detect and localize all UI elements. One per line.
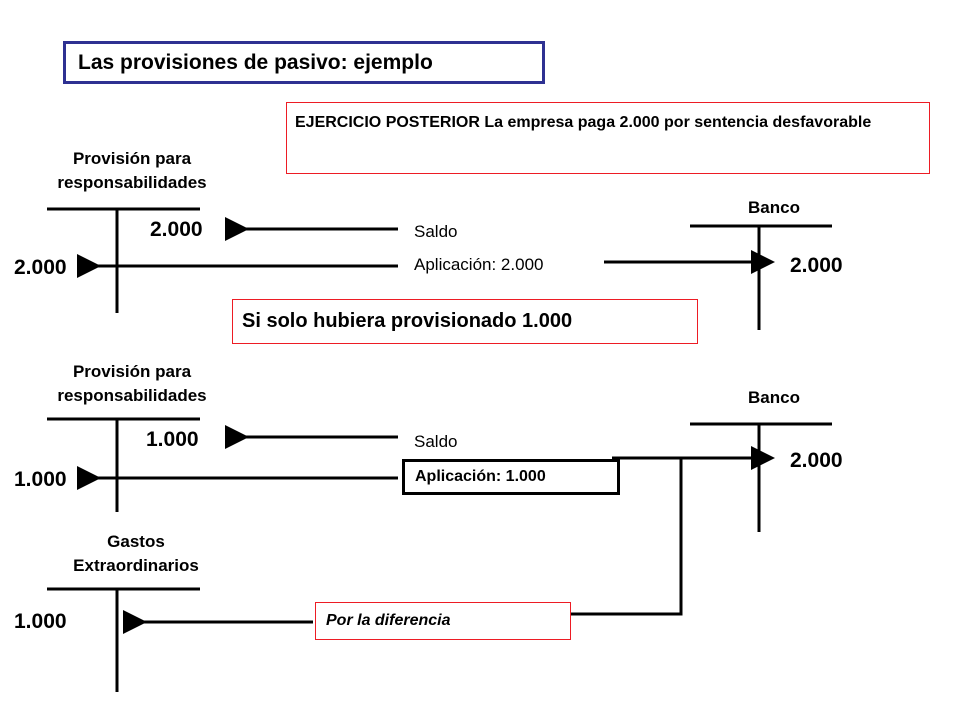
t-account-gastos [47, 587, 200, 692]
gastos-title-line1: Gastos [107, 532, 165, 551]
provision-2-debe-amount: 1.000 [14, 468, 67, 491]
provision-1-haber-amount: 2.000 [150, 218, 203, 241]
banco-2-haber-amount: 2.000 [790, 449, 843, 472]
provision-2-haber-amount: 1.000 [146, 428, 199, 451]
provision-1-debe-amount: 2.000 [14, 256, 67, 279]
banco-1-haber-amount: 2.000 [790, 254, 843, 277]
provision-title-2-line2: responsabilidades [57, 386, 207, 405]
connector-diferencia [571, 458, 683, 616]
t-account-provision-1 [47, 207, 200, 313]
gastos-debe-amount: 1.000 [14, 610, 67, 633]
provision-title-1-line1: Provisión para [72, 149, 192, 168]
banco-title-2: Banco [748, 388, 800, 407]
diferencia-note: Por la diferencia [315, 602, 571, 640]
gastos-title: Gastos Extraordinarios [20, 530, 252, 578]
aplicacion-label-2: Aplicación: 1.000 [402, 459, 620, 495]
condicion-note: Si solo hubiera provisionado 1.000 [232, 299, 698, 344]
provision-title-1-line2: responsabilidades [57, 173, 207, 192]
banco-title-1: Banco [748, 198, 800, 217]
page-title: Las provisiones de pasivo: ejemplo [63, 41, 545, 84]
saldo-label-2: Saldo [414, 432, 458, 451]
aplicacion-label-1: Aplicación: 2.000 [414, 255, 544, 274]
ejercicio-note: EJERCICIO POSTERIOR La empresa paga 2.00… [286, 102, 930, 174]
t-account-banco-2 [690, 422, 832, 532]
t-account-provision-2 [47, 417, 200, 512]
gastos-title-line2: Extraordinarios [73, 556, 199, 575]
saldo-label-1: Saldo [414, 222, 458, 241]
t-account-banco-1 [690, 224, 832, 330]
provision-title-2: Provisión para responsabilidades [0, 360, 264, 408]
provision-title-1: Provisión para responsabilidades [0, 147, 264, 195]
provision-title-2-line1: Provisión para [72, 362, 192, 381]
